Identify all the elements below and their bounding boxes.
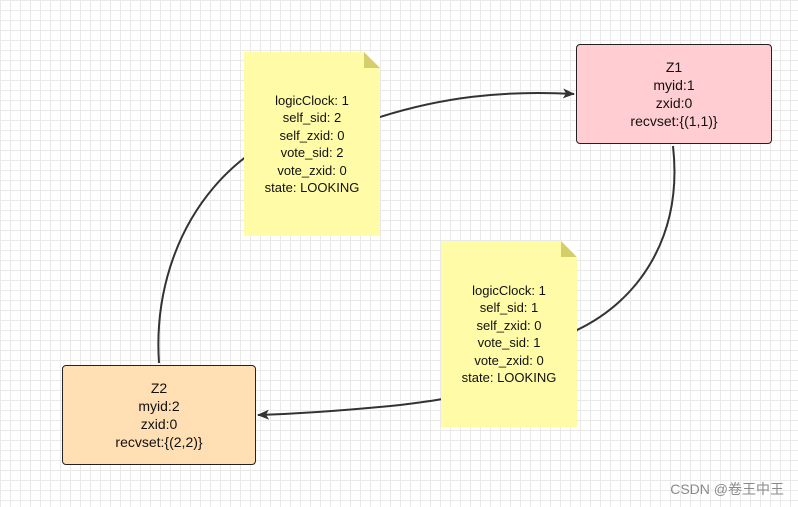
note-line-vote-zxid: vote_zxid: 0 <box>277 162 347 178</box>
note-line-state: state: LOOKING <box>264 180 360 195</box>
node-z1-recvset: recvset:{(1,1)} <box>630 113 718 129</box>
note-line-logic-clock: logicClock: 1 <box>275 92 349 108</box>
node-z1-myid: myid:1 <box>653 77 695 93</box>
note-line-self-sid: self_sid: 1 <box>479 300 539 315</box>
node-z1-zxid: zxid:0 <box>655 95 693 111</box>
node-z1-title: Z1 <box>665 59 683 75</box>
vote-note-z1[interactable]: logicClock: 1 self_sid: 1 self_zxid: 0 v… <box>441 241 577 427</box>
note-line-vote-zxid: vote_zxid: 0 <box>474 352 544 368</box>
watermark: CSDN @卷王中王 <box>670 481 784 497</box>
note-line-vote-sid: vote_sid: 2 <box>280 145 344 160</box>
vote-note-z2[interactable]: logicClock: 1 self_sid: 2 self_zxid: 0 v… <box>244 52 380 236</box>
note-line-self-sid: self_sid: 2 <box>282 110 342 125</box>
node-z2-myid: myid:2 <box>138 398 180 414</box>
note-line-logic-clock: logicClock: 1 <box>472 282 546 298</box>
node-z1[interactable]: Z1 myid:1 zxid:0 recvset:{(1,1)} <box>576 44 772 144</box>
node-z2-zxid: zxid:0 <box>140 416 178 432</box>
node-z2-title: Z2 <box>150 380 168 396</box>
node-z2[interactable]: Z2 myid:2 zxid:0 recvset:{(2,2)} <box>62 365 256 465</box>
note-line-state: state: LOOKING <box>461 370 557 385</box>
node-z2-recvset: recvset:{(2,2)} <box>115 434 203 450</box>
note-fold-corner <box>561 241 577 257</box>
note-line-self-zxid: self_zxid: 0 <box>476 317 542 333</box>
note-line-self-zxid: self_zxid: 0 <box>279 127 345 143</box>
note-line-vote-sid: vote_sid: 1 <box>477 335 541 350</box>
note-fold-corner <box>364 52 380 68</box>
